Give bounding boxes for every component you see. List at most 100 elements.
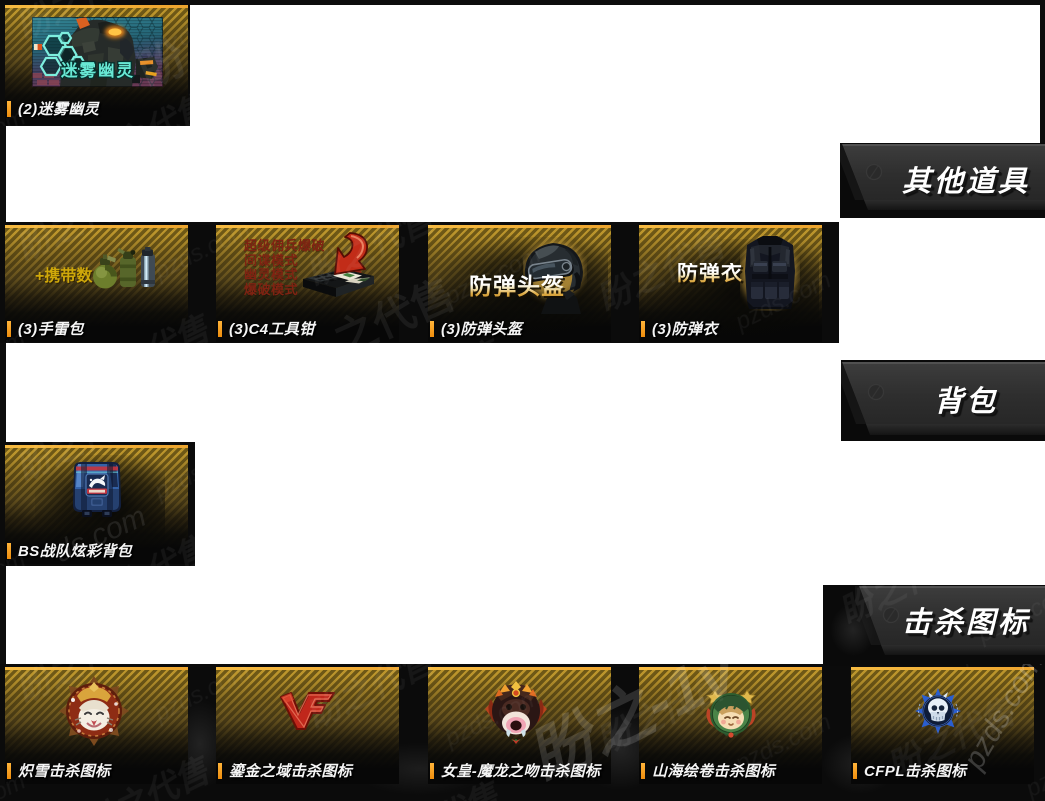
c4-pliers-art <box>298 231 398 318</box>
item-label: (2)迷雾幽灵 <box>18 101 100 118</box>
item-label: 鎏金之域击杀图标 <box>229 763 353 780</box>
item-label: BS战队炫彩背包 <box>18 543 133 560</box>
item-label-row: 山海绘卷击杀图标 <box>641 762 776 780</box>
item-card-bs-backpack[interactable]: BS战队炫彩背包 <box>5 445 188 564</box>
mist-ghost-art: 迷雾幽灵 <box>32 17 163 92</box>
vest-overlay-text: 防弹衣 <box>677 262 743 285</box>
item-label: 炽雪击杀图标 <box>18 763 111 780</box>
item-label: (3)C4工具钳 <box>229 321 315 338</box>
row-backpack: BS战队炫彩背包 ds.com <box>0 442 195 566</box>
grenade-pack-art-svg <box>93 247 155 289</box>
card-gold-topline <box>5 5 188 8</box>
item-card-helmet[interactable]: 防弹头盔 <box>428 225 611 342</box>
bs-team-logo <box>85 473 109 497</box>
row-other-items: +携带数 <box>0 222 839 343</box>
section-banner-shape <box>840 144 1045 210</box>
section-header-backpack: 背包 <box>841 360 1045 441</box>
round-grenade <box>93 254 117 289</box>
card-gold-topline <box>428 225 611 228</box>
item-label: (3)防弹衣 <box>652 321 718 338</box>
item-label: (3)防弹头盔 <box>441 321 523 338</box>
right-edge-strip <box>1040 0 1045 144</box>
item-label-row: (3)C4工具钳 <box>218 320 315 338</box>
label-accent-bar <box>7 320 11 337</box>
mountain-sea-scroll-badge-svg <box>706 689 756 738</box>
item-card-kill-icon-mountain-sea-scroll[interactable]: 山海绘卷击杀图标 <box>639 667 822 784</box>
gilded-domain-badge-svg <box>280 692 335 730</box>
item-label: 女皇-魔龙之吻击杀图标 <box>441 763 601 780</box>
item-label-row: (3)防弹头盔 <box>430 320 523 338</box>
item-label: CFPL击杀图标 <box>864 763 967 780</box>
helmet-overlay-text: 防弹头盔 <box>469 273 565 299</box>
card-gold-topline <box>428 667 611 670</box>
card-gold-topline <box>216 225 399 228</box>
c4-pliers-art-svg <box>303 232 374 297</box>
item-label-row: 鎏金之域击杀图标 <box>218 762 353 780</box>
cfpl-badge-svg <box>915 688 961 734</box>
label-accent-bar <box>218 762 222 779</box>
label-accent-bar <box>641 320 645 337</box>
section-banner-shape <box>841 362 1045 435</box>
red-arrow <box>334 232 368 275</box>
item-label-row: (3)防弹衣 <box>641 320 718 338</box>
card-gold-topline <box>851 667 1034 670</box>
left-edge-strip <box>0 0 6 801</box>
label-accent-bar <box>430 762 434 779</box>
item-label-row: (2)迷雾幽灵 <box>7 100 100 118</box>
section-title: 击杀图标 <box>901 607 1030 639</box>
label-accent-bar <box>430 320 434 337</box>
item-card-grenade-pack[interactable]: +携带数 <box>5 225 188 342</box>
item-card-kill-icon-cfpl[interactable]: CFPL击杀图标 <box>851 667 1034 784</box>
row-lead: 迷雾幽灵 (2)迷雾幽灵 盼 <box>0 0 190 126</box>
card-gold-topline <box>5 225 188 228</box>
item-card-mist-ghost[interactable]: 迷雾幽灵 (2)迷雾幽灵 <box>5 5 188 125</box>
item-label: 山海绘卷击杀图标 <box>652 763 776 780</box>
item-card-c4-pliers[interactable]: 超级佣兵爆破 间谍模式 幽灵模式 爆破模式 <box>216 225 399 342</box>
empress-dragon-kiss-badge-svg <box>485 681 547 744</box>
bs-backpack-art <box>67 459 127 524</box>
item-label-row: CFPL击杀图标 <box>853 762 967 780</box>
mist-ghost-art-svg: 迷雾幽灵 <box>32 17 163 88</box>
label-accent-bar <box>7 542 11 559</box>
label-accent-bar <box>7 100 11 117</box>
label-accent-bar <box>7 762 11 779</box>
blazing-snow-badge-art <box>59 676 129 751</box>
label-accent-bar <box>641 762 645 779</box>
bs-backpack-art-svg <box>73 462 121 517</box>
blazing-snow-badge-svg <box>59 676 129 746</box>
item-label-row: BS战队炫彩背包 <box>7 542 133 560</box>
grenade-pack-art <box>91 247 159 298</box>
label-accent-bar <box>853 762 857 779</box>
card-gold-topline <box>5 667 188 670</box>
empress-dragon-kiss-badge-art <box>483 679 549 750</box>
vf-monogram <box>280 692 335 730</box>
section-title: 背包 <box>933 386 998 418</box>
item-label-row: (3)手雷包 <box>7 320 84 338</box>
flashbang-grenade <box>141 247 155 287</box>
vest-art <box>740 235 800 316</box>
ghost-art-title: 迷雾幽灵 <box>60 60 135 80</box>
item-label-row: 女皇-魔龙之吻击杀图标 <box>430 762 601 780</box>
item-label-row: 炽雪击杀图标 <box>7 762 111 780</box>
row-kill-icons: 炽雪击杀图标 鎏金之域击杀图标 <box>0 664 1045 801</box>
cfpl-badge-art <box>915 688 961 739</box>
cylinder-grenade <box>117 248 136 287</box>
top-edge-strip <box>0 0 1045 5</box>
card-gold-topline <box>639 225 822 228</box>
section-header-other-items: 其他道具 <box>840 143 1045 218</box>
item-label: (3)手雷包 <box>18 321 84 338</box>
item-card-kill-icon-empress-dragon-kiss[interactable]: 女皇-魔龙之吻击杀图标 <box>428 667 611 784</box>
grenade-overlay-text: +携带数 <box>35 268 93 285</box>
item-card-vest[interactable]: 防弹衣 <box>639 225 822 342</box>
mountain-sea-scroll-badge-art <box>702 682 760 745</box>
item-card-kill-icon-blazing-snow[interactable]: 炽雪击杀图标 <box>5 667 188 784</box>
item-card-kill-icon-gilded-domain[interactable]: 鎏金之域击杀图标 <box>216 667 399 784</box>
section-header-kill-icons: 击杀图标 <box>823 585 1045 666</box>
card-gold-topline <box>216 667 399 670</box>
gilded-domain-badge-art <box>279 691 335 736</box>
card-gold-topline <box>639 667 822 670</box>
label-accent-bar <box>218 320 222 337</box>
vest-art-svg <box>741 236 797 309</box>
section-title: 其他道具 <box>901 166 1030 198</box>
